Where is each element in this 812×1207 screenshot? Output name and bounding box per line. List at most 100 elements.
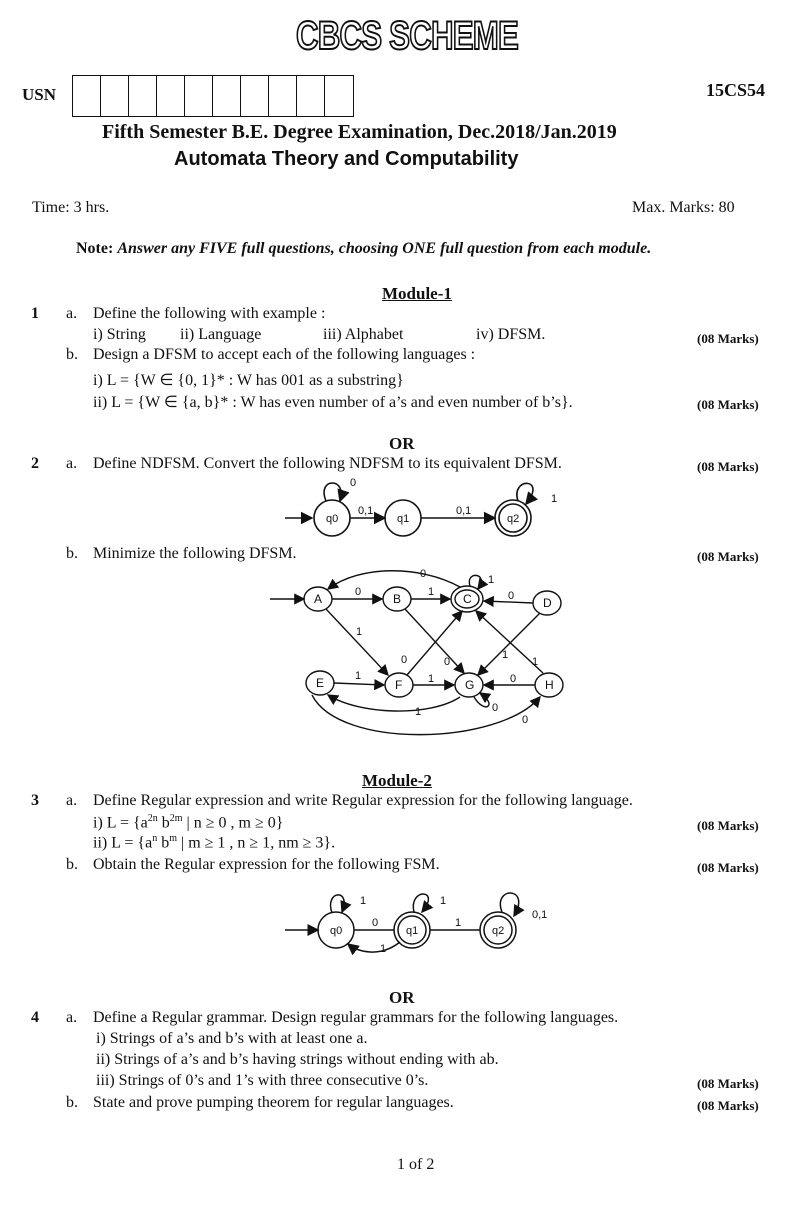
svg-text:0: 0 [522,714,528,726]
or-divider-2: OR [389,988,415,1007]
svg-text:H: H [545,678,554,692]
max-marks: Max. Marks: 80 [632,199,735,216]
svg-text:1: 1 [440,895,446,907]
q1a-text: Define the following with example : [93,305,326,322]
q4-number: 4 [31,1009,39,1026]
svg-text:q1: q1 [406,925,418,937]
q2-number: 2 [31,455,39,472]
svg-text:C: C [463,592,472,606]
q1-number: 1 [31,305,39,322]
svg-text:F: F [395,678,402,692]
usn-box[interactable] [269,76,297,116]
module-2-heading: Module-2 [362,771,432,790]
page-number: 1 of 2 [397,1156,435,1173]
q4b-label: b. [66,1094,78,1111]
scheme-banner: CBCS SCHEME [295,13,519,59]
q1b-text: Design a DFSM to accept each of the foll… [93,346,476,363]
usn-box[interactable] [185,76,213,116]
time-allowed: Time: 3 hrs. [32,199,110,216]
q2b-marks: (08 Marks) [697,549,759,564]
svg-text:0,1: 0,1 [456,505,471,517]
svg-text:0: 0 [492,702,498,714]
q3b-marks: (08 Marks) [697,860,759,875]
q1a-item-3: iii) Alphabet [323,326,404,343]
usn-box[interactable] [73,76,101,116]
or-divider-1: OR [389,434,415,453]
q3a-item-2: ii) L = {an bm | m ≥ 1 , n ≥ 1, nm ≥ 3}. [93,833,336,852]
q1b-item-1: i) L = {W ∈ {0, 1}* : W has 001 as a sub… [93,372,404,389]
usn-box[interactable] [101,76,129,116]
q1b-item-2: ii) L = {W ∈ {a, b}* : W has even number… [93,394,573,411]
note-label: Note: [76,240,114,257]
usn-box[interactable] [129,76,157,116]
svg-text:B: B [393,592,401,606]
svg-text:1: 1 [380,943,386,955]
svg-text:0: 0 [510,673,516,685]
svg-text:E: E [316,676,324,690]
svg-text:0,1: 0,1 [532,909,547,921]
q3b-text: Obtain the Regular expression for the fo… [93,856,440,873]
q4b-marks: (08 Marks) [697,1098,759,1113]
svg-text:0: 0 [444,656,450,668]
svg-text:1: 1 [455,917,461,929]
q1a-marks: (08 Marks) [697,331,759,346]
svg-text:0: 0 [355,586,361,598]
q1b-marks: (08 Marks) [697,397,759,412]
usn-box[interactable] [213,76,241,116]
q4a-item-3: iii) Strings of 0’s and 1’s with three c… [96,1072,429,1089]
q2a-marks: (08 Marks) [697,459,759,474]
usn-label: USN [22,85,57,104]
q4a-item-1: i) Strings of a’s and b’s with at least … [96,1030,368,1047]
q3a-item-1: i) L = {a2n b2m | n ≥ 0 , m ≥ 0} [93,813,284,832]
svg-text:0: 0 [508,590,514,602]
q3a-label: a. [66,792,78,809]
q1a-item-2: ii) Language [180,326,262,343]
svg-text:G: G [465,678,474,692]
svg-text:0: 0 [372,917,378,929]
q1a-item-1: i) String [93,326,146,343]
svg-text:1: 1 [532,656,538,668]
svg-text:1: 1 [360,895,366,907]
q4a-item-2: ii) Strings of a’s and b’s having string… [96,1051,499,1068]
q4a-label: a. [66,1009,78,1026]
usn-box[interactable] [241,76,269,116]
q2b-text: Minimize the following DFSM. [93,545,297,562]
q1b-label: b. [66,346,78,363]
q3b-label: b. [66,856,78,873]
usn-box[interactable] [157,76,185,116]
svg-text:1: 1 [356,626,362,638]
svg-text:0: 0 [350,477,356,489]
q1a-label: a. [66,305,78,322]
svg-text:1: 1 [488,574,494,586]
q1a-item-4: iv) DFSM. [476,326,546,343]
svg-text:0: 0 [420,568,426,580]
q2a-label: a. [66,455,78,472]
usn-box[interactable] [297,76,325,116]
instructions-note: Note: Answer any FIVE full questions, ch… [76,240,651,258]
svg-text:0: 0 [401,654,407,666]
note-text: Answer any FIVE full questions, choosing… [117,240,652,257]
svg-text:D: D [543,596,552,610]
svg-text:1: 1 [355,670,361,682]
svg-text:1: 1 [428,673,434,685]
usn-box[interactable] [325,76,353,116]
svg-text:1: 1 [428,586,434,598]
svg-text:1: 1 [551,493,557,505]
svg-text:q2: q2 [492,925,504,937]
svg-text:q0: q0 [330,925,342,937]
course-code: 15CS54 [706,80,766,100]
q4a-marks: (08 Marks) [697,1076,759,1091]
svg-text:1: 1 [502,649,508,661]
svg-text:q1: q1 [397,513,409,525]
svg-text:0,1: 0,1 [358,505,373,517]
svg-text:A: A [314,592,322,606]
q3a-marks: (08 Marks) [697,818,759,833]
q4a-text: Define a Regular grammar. Design regular… [93,1009,619,1026]
q3a-text: Define Regular expression and write Regu… [93,792,633,809]
q3-number: 3 [31,792,39,809]
q2a-text: Define NDFSM. Convert the following NDFS… [93,455,562,472]
module-1-heading: Module-1 [382,284,452,303]
usn-boxes[interactable] [72,75,354,117]
